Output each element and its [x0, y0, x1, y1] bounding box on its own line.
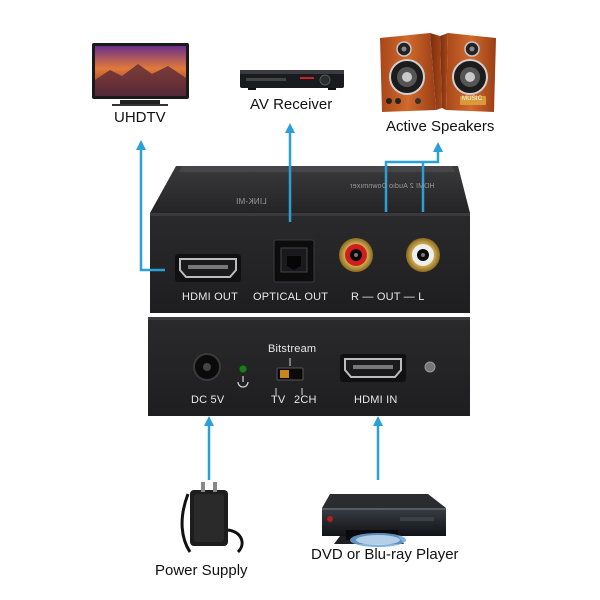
player-device — [322, 494, 446, 547]
power-supply-device — [180, 482, 244, 554]
player-label: DVD or Blu-ray Player — [311, 546, 459, 563]
speaker-badge-text: MUSIC — [462, 96, 483, 102]
switch-tv-label: TV — [271, 394, 286, 406]
speaker-badge — [460, 96, 486, 105]
rl-out-label: R — OUT — L — [351, 291, 425, 303]
speakers-label: Active Speakers — [386, 118, 495, 135]
tv-label: UHDTV — [114, 109, 166, 126]
av-receiver-label: AV Receiver — [250, 96, 333, 113]
box-brand: LINK-MI — [236, 197, 267, 206]
arrow-rca-to-speakers — [384, 142, 443, 212]
hdmi-out-label: HDMI OUT — [182, 291, 238, 303]
switch-2ch-label: 2CH — [294, 394, 317, 406]
converter-box-bottom — [148, 317, 470, 416]
speakers-device — [380, 33, 496, 112]
power-supply-label: Power Supply — [155, 562, 248, 579]
arrow-hdmi-out-to-tv — [136, 140, 165, 272]
box-model: HDMI 2 Audio Downmixer — [350, 183, 435, 190]
av-receiver-device — [240, 70, 344, 90]
optical-out-label: OPTICAL OUT — [253, 291, 329, 303]
tv-device — [92, 43, 189, 106]
dc-label: DC 5V — [191, 394, 225, 406]
connection-arrows — [136, 123, 443, 480]
hdmi-in-label: HDMI IN — [354, 394, 398, 406]
switch-title: Bitstream — [268, 343, 317, 355]
